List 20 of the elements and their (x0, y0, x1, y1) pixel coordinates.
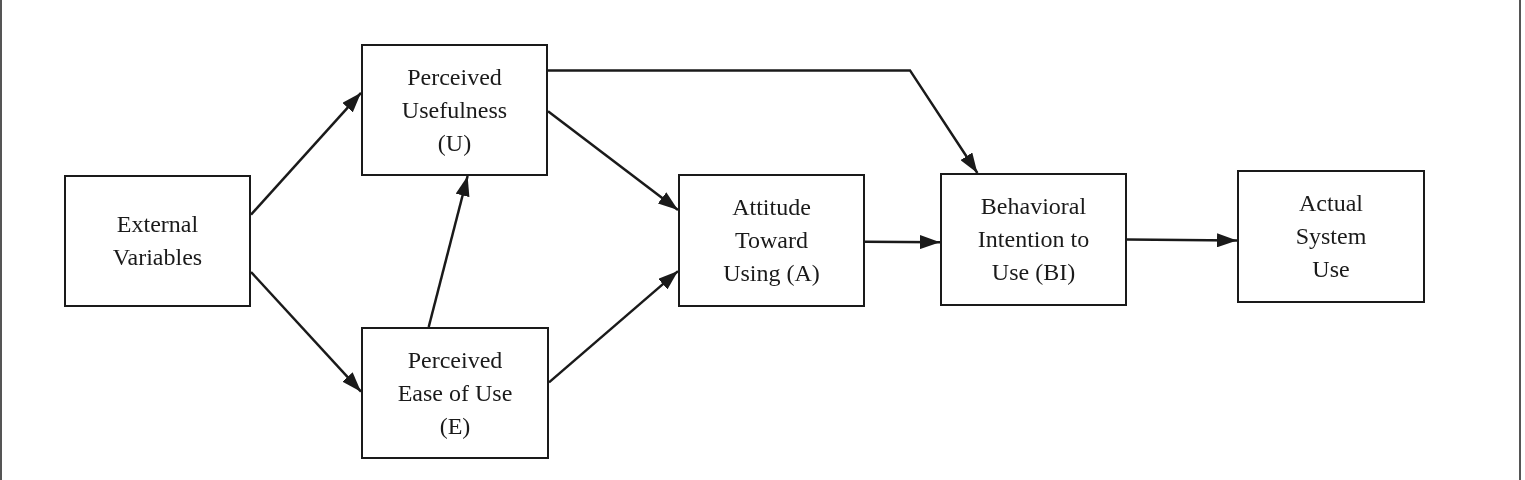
box-label: External Variables (111, 210, 204, 272)
arrow (250, 91, 362, 216)
arrow (548, 270, 679, 384)
process-box (64, 175, 251, 307)
box-label: Behavioral Intention to Use (BI) (976, 192, 1091, 287)
process-box (1237, 170, 1425, 303)
arrow (547, 110, 679, 211)
process-box (361, 327, 549, 459)
process-box (940, 173, 1127, 306)
arrow (250, 271, 362, 393)
box-label: Perceived Ease of Use (E) (396, 345, 514, 441)
process-box (361, 44, 548, 176)
arrow (548, 69, 979, 174)
box-label: Actual System Use (1294, 189, 1368, 284)
box-label: Perceived Usefulness (U) (400, 62, 509, 158)
arrow (1127, 233, 1237, 248)
process-box (678, 174, 865, 307)
arrow (865, 235, 940, 250)
box-label: Attitude Toward Using (A) (722, 193, 821, 288)
arrow (427, 175, 470, 328)
